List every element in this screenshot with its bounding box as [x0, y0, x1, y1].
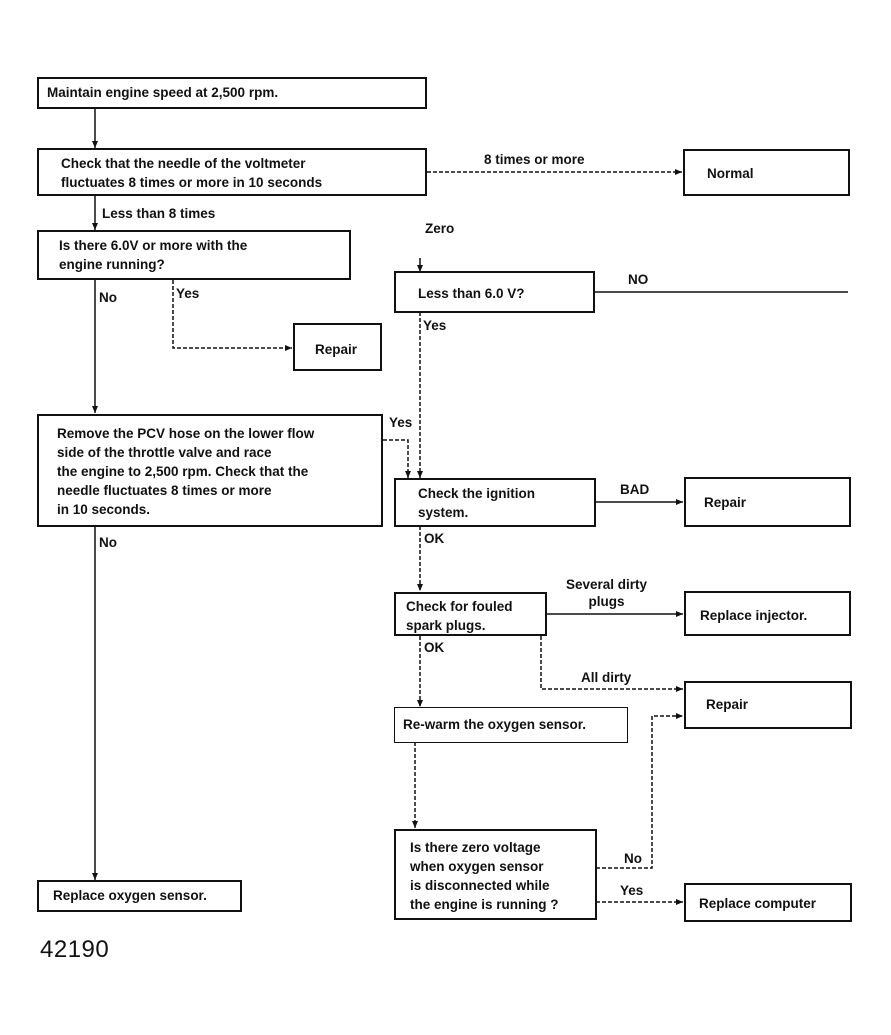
node-replace-computer: Replace computer: [684, 883, 852, 922]
label-bad: BAD: [620, 482, 650, 497]
connector-plugs-all-dirty-to-repair: [540, 636, 683, 692]
node-check-needle: Check that the needle of the voltmeter f…: [37, 148, 427, 196]
label-yes-4: Yes: [620, 883, 644, 898]
node-check-ignition: Check the ignition system.: [394, 478, 596, 527]
node-remove-pcv: Remove the PCV hose on the lower flow si…: [37, 414, 383, 527]
label-all-dirty: All dirty: [581, 670, 632, 685]
label-no-caps: NO: [628, 272, 649, 287]
node-replace-sensor: Replace oxygen sensor.: [37, 880, 242, 912]
label-no-3: No: [624, 851, 642, 866]
node-maintain-speed: Maintain engine speed at 2,500 rpm.: [37, 77, 427, 109]
node-rewarm-sensor: Re-warm the oxygen sensor.: [394, 707, 628, 743]
label-yes-2: Yes: [423, 318, 447, 333]
label-zero: Zero: [425, 221, 455, 236]
label-yes-1: Yes: [176, 286, 200, 301]
node-replace-injector: Replace injector.: [684, 591, 851, 636]
label-ok-1: OK: [424, 531, 445, 546]
label-eight-or-more: 8 times or more: [484, 152, 585, 167]
label-less-than-8: Less than 8 times: [102, 206, 216, 221]
node-repair-1: Repair: [293, 323, 382, 371]
figure-number: 42190: [40, 936, 110, 963]
node-repair-3: Repair: [684, 681, 852, 729]
label-yes-3: Yes: [389, 415, 413, 430]
label-several-dirty: Several dirty plugs: [566, 577, 648, 609]
connector-pcv-yes-to-ignition: [383, 439, 411, 478]
connector-zero-voltage-no-to-repair: [596, 713, 683, 869]
label-no-2: No: [99, 535, 117, 550]
label-no-1: No: [99, 290, 117, 305]
node-repair-2: Repair: [684, 477, 851, 527]
connector-6v-yes-to-repair: [172, 280, 292, 351]
node-less-than-6v: Less than 6.0 V?: [394, 271, 595, 313]
label-ok-2: OK: [424, 640, 445, 655]
node-check-plugs: Check for fouled spark plugs.: [394, 592, 547, 636]
node-zero-voltage: Is there zero voltage when oxygen sensor…: [394, 829, 597, 920]
node-normal: Normal: [683, 149, 850, 196]
node-check-6v: Is there 6.0V or more with the engine ru…: [37, 230, 351, 280]
